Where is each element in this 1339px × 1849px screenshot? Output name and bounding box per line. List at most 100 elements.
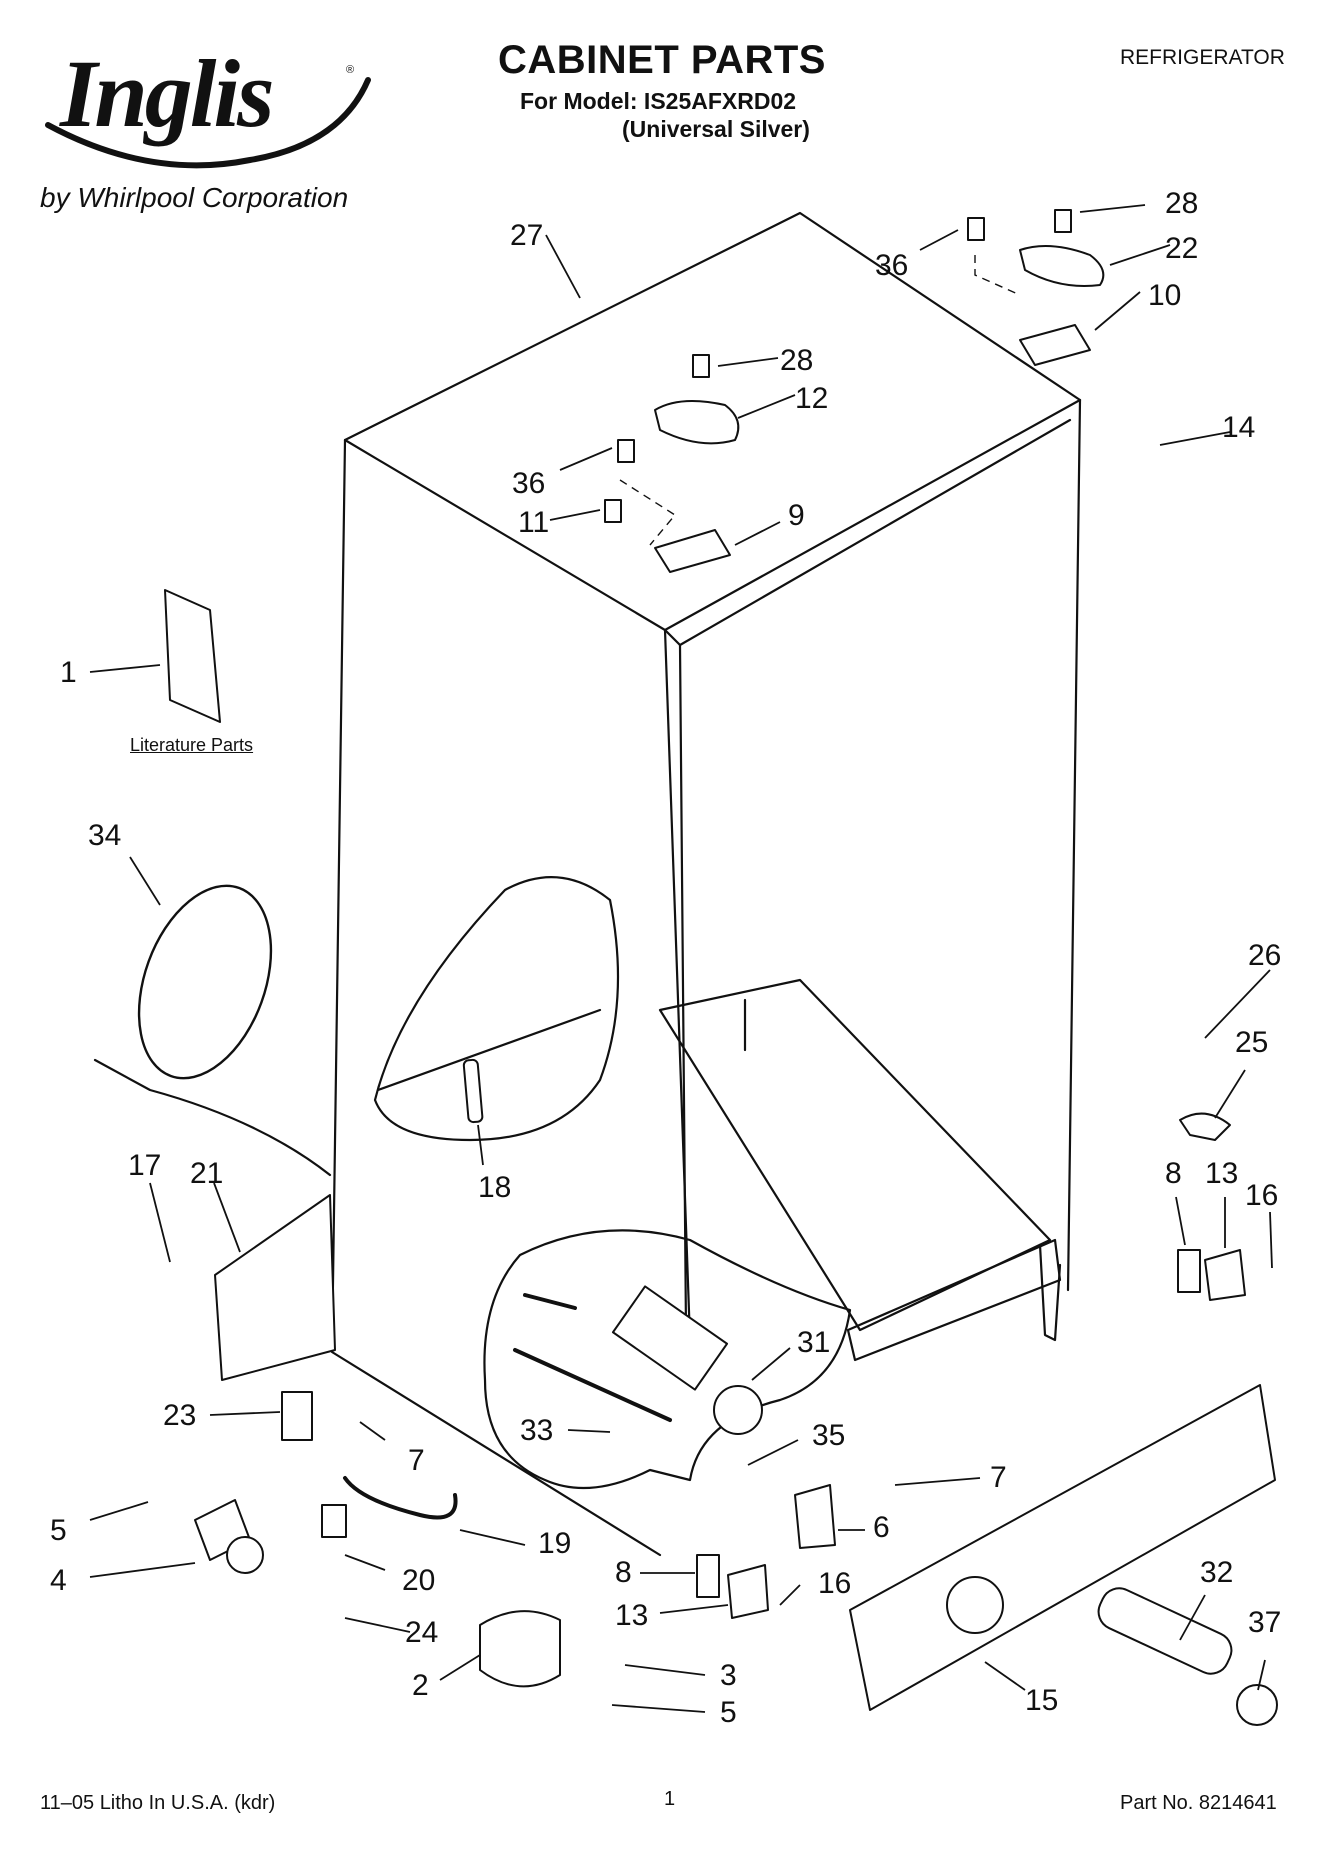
callout-7-left: 7 — [408, 1444, 425, 1477]
callout-28-lower: 28 — [780, 344, 813, 377]
roller-wheel-4 — [226, 1536, 264, 1574]
callout-16-left: 16 — [818, 1567, 851, 1600]
screw-28-lower — [692, 354, 710, 378]
callout-leaders — [89, 204, 1273, 1713]
rod-33 — [513, 1348, 672, 1422]
callout-7-right: 7 — [990, 1461, 1007, 1494]
brand-logo: Inglis — [60, 38, 274, 149]
hinge-13-left — [727, 1564, 769, 1619]
cabinet-front-rail — [846, 1238, 1062, 1362]
screws-top — [604, 209, 1072, 523]
bracket-23 — [281, 1391, 313, 1441]
cabinet-front-flange-left — [678, 643, 688, 1332]
callout-6: 6 — [873, 1511, 890, 1544]
callout-34: 34 — [88, 819, 121, 852]
grille-filter-port — [946, 1576, 1004, 1634]
callout-27: 27 — [510, 219, 543, 252]
water-tubing-line — [93, 1058, 332, 1177]
callout-10: 10 — [1148, 279, 1181, 312]
brand-logo-text: Inglis — [60, 40, 274, 147]
hinge-cover-22 — [1019, 245, 1105, 287]
bracket-6 — [794, 1484, 836, 1549]
logo-swoosh — [45, 77, 371, 169]
callout-36-upper: 36 — [875, 249, 908, 282]
model-variant: (Universal Silver) — [622, 116, 810, 142]
hinge-cover-12 — [654, 400, 740, 445]
callout-8-right: 8 — [1165, 1157, 1182, 1190]
callout-25: 25 — [1235, 1026, 1268, 1059]
callout-8-left: 8 — [615, 1556, 632, 1589]
callout-21: 21 — [190, 1157, 223, 1190]
cutaway-ledge — [376, 1008, 602, 1092]
filter-cap-37 — [1236, 1684, 1278, 1726]
clamp-20 — [321, 1504, 347, 1538]
callout-37: 37 — [1248, 1606, 1281, 1639]
hinge-10 — [1019, 324, 1091, 366]
water-filter-32 — [1097, 1587, 1233, 1675]
callout-12: 12 — [795, 382, 828, 415]
literature-parts-label: Literature Parts — [130, 735, 254, 755]
callout-16-right: 16 — [1245, 1179, 1278, 1212]
cabinet-front-flange-top — [663, 418, 1072, 647]
litho-note: 11–05 Litho In U.S.A. (kdr) — [40, 1792, 276, 1814]
callout-15: 15 — [1025, 1684, 1058, 1717]
part-number: Part No. 8214641 — [1120, 1792, 1277, 1814]
water-line-19 — [343, 1476, 458, 1520]
callout-13-left: 13 — [615, 1599, 648, 1632]
callout-11: 11 — [518, 506, 549, 539]
callout-4: 4 — [50, 1564, 67, 1597]
screw-36-upper — [967, 217, 985, 241]
cutaway-window — [373, 876, 620, 1142]
hinge-9-guide — [619, 479, 677, 546]
callout-35: 35 — [812, 1419, 845, 1452]
valve-port — [713, 1385, 763, 1435]
callout-5-left: 5 — [50, 1514, 67, 1547]
callout-32: 32 — [1200, 1556, 1233, 1589]
callout-31: 31 — [797, 1326, 830, 1359]
callout-19: 19 — [538, 1527, 571, 1560]
hinge-9 — [654, 529, 731, 573]
callout-28-upper: 28 — [1165, 187, 1198, 220]
brand-subtitle: by Whirlpool Corporation — [40, 182, 349, 213]
callout-labels: 27 28 22 36 10 28 12 14 36 11 9 1 34 26 … — [50, 187, 1281, 1729]
hinge-10-guide — [974, 255, 1021, 296]
callout-23: 23 — [163, 1399, 196, 1432]
drain-hose-18 — [462, 1058, 484, 1124]
shim-8-left — [696, 1554, 720, 1598]
product-category: REFRIGERATOR — [1120, 46, 1285, 69]
cabinet-right-foot — [1038, 1243, 1062, 1342]
page-title: CABINET PARTS — [498, 38, 826, 82]
callout-5-right: 5 — [720, 1696, 737, 1729]
roller-assembly-2 — [479, 1610, 561, 1688]
water-tubing-coil — [137, 884, 273, 1080]
callout-13-right: 13 — [1205, 1157, 1238, 1190]
callout-17: 17 — [128, 1149, 161, 1182]
registered-mark: ® — [346, 64, 355, 76]
screw-28-upper — [1054, 209, 1072, 233]
callout-36-lower: 36 — [512, 467, 545, 500]
callout-9: 9 — [788, 499, 805, 532]
callout-24: 24 — [405, 1616, 438, 1649]
callout-26: 26 — [1248, 939, 1281, 972]
callout-18: 18 — [478, 1171, 511, 1204]
callout-1: 1 — [60, 656, 77, 689]
screw-11 — [604, 499, 622, 523]
callout-22: 22 — [1165, 232, 1198, 265]
water-valve-31 — [611, 1285, 729, 1391]
base-grille — [849, 1384, 1276, 1711]
shim-8-right — [1177, 1249, 1201, 1293]
callout-3: 3 — [720, 1659, 737, 1692]
rear-access-panel — [214, 1194, 336, 1381]
cabinet-left-side — [330, 438, 662, 1557]
cabinet-front-right-edge — [1066, 398, 1082, 1292]
screw-36-lower — [617, 439, 635, 463]
cabinet-interior-floor — [658, 978, 1052, 1332]
literature-packet — [164, 589, 221, 723]
callout-33: 33 — [520, 1414, 553, 1447]
callout-2: 2 — [412, 1669, 429, 1702]
rod-upper — [523, 1293, 577, 1310]
hinge-13-right — [1204, 1249, 1246, 1301]
page-number: 1 — [664, 1788, 676, 1810]
